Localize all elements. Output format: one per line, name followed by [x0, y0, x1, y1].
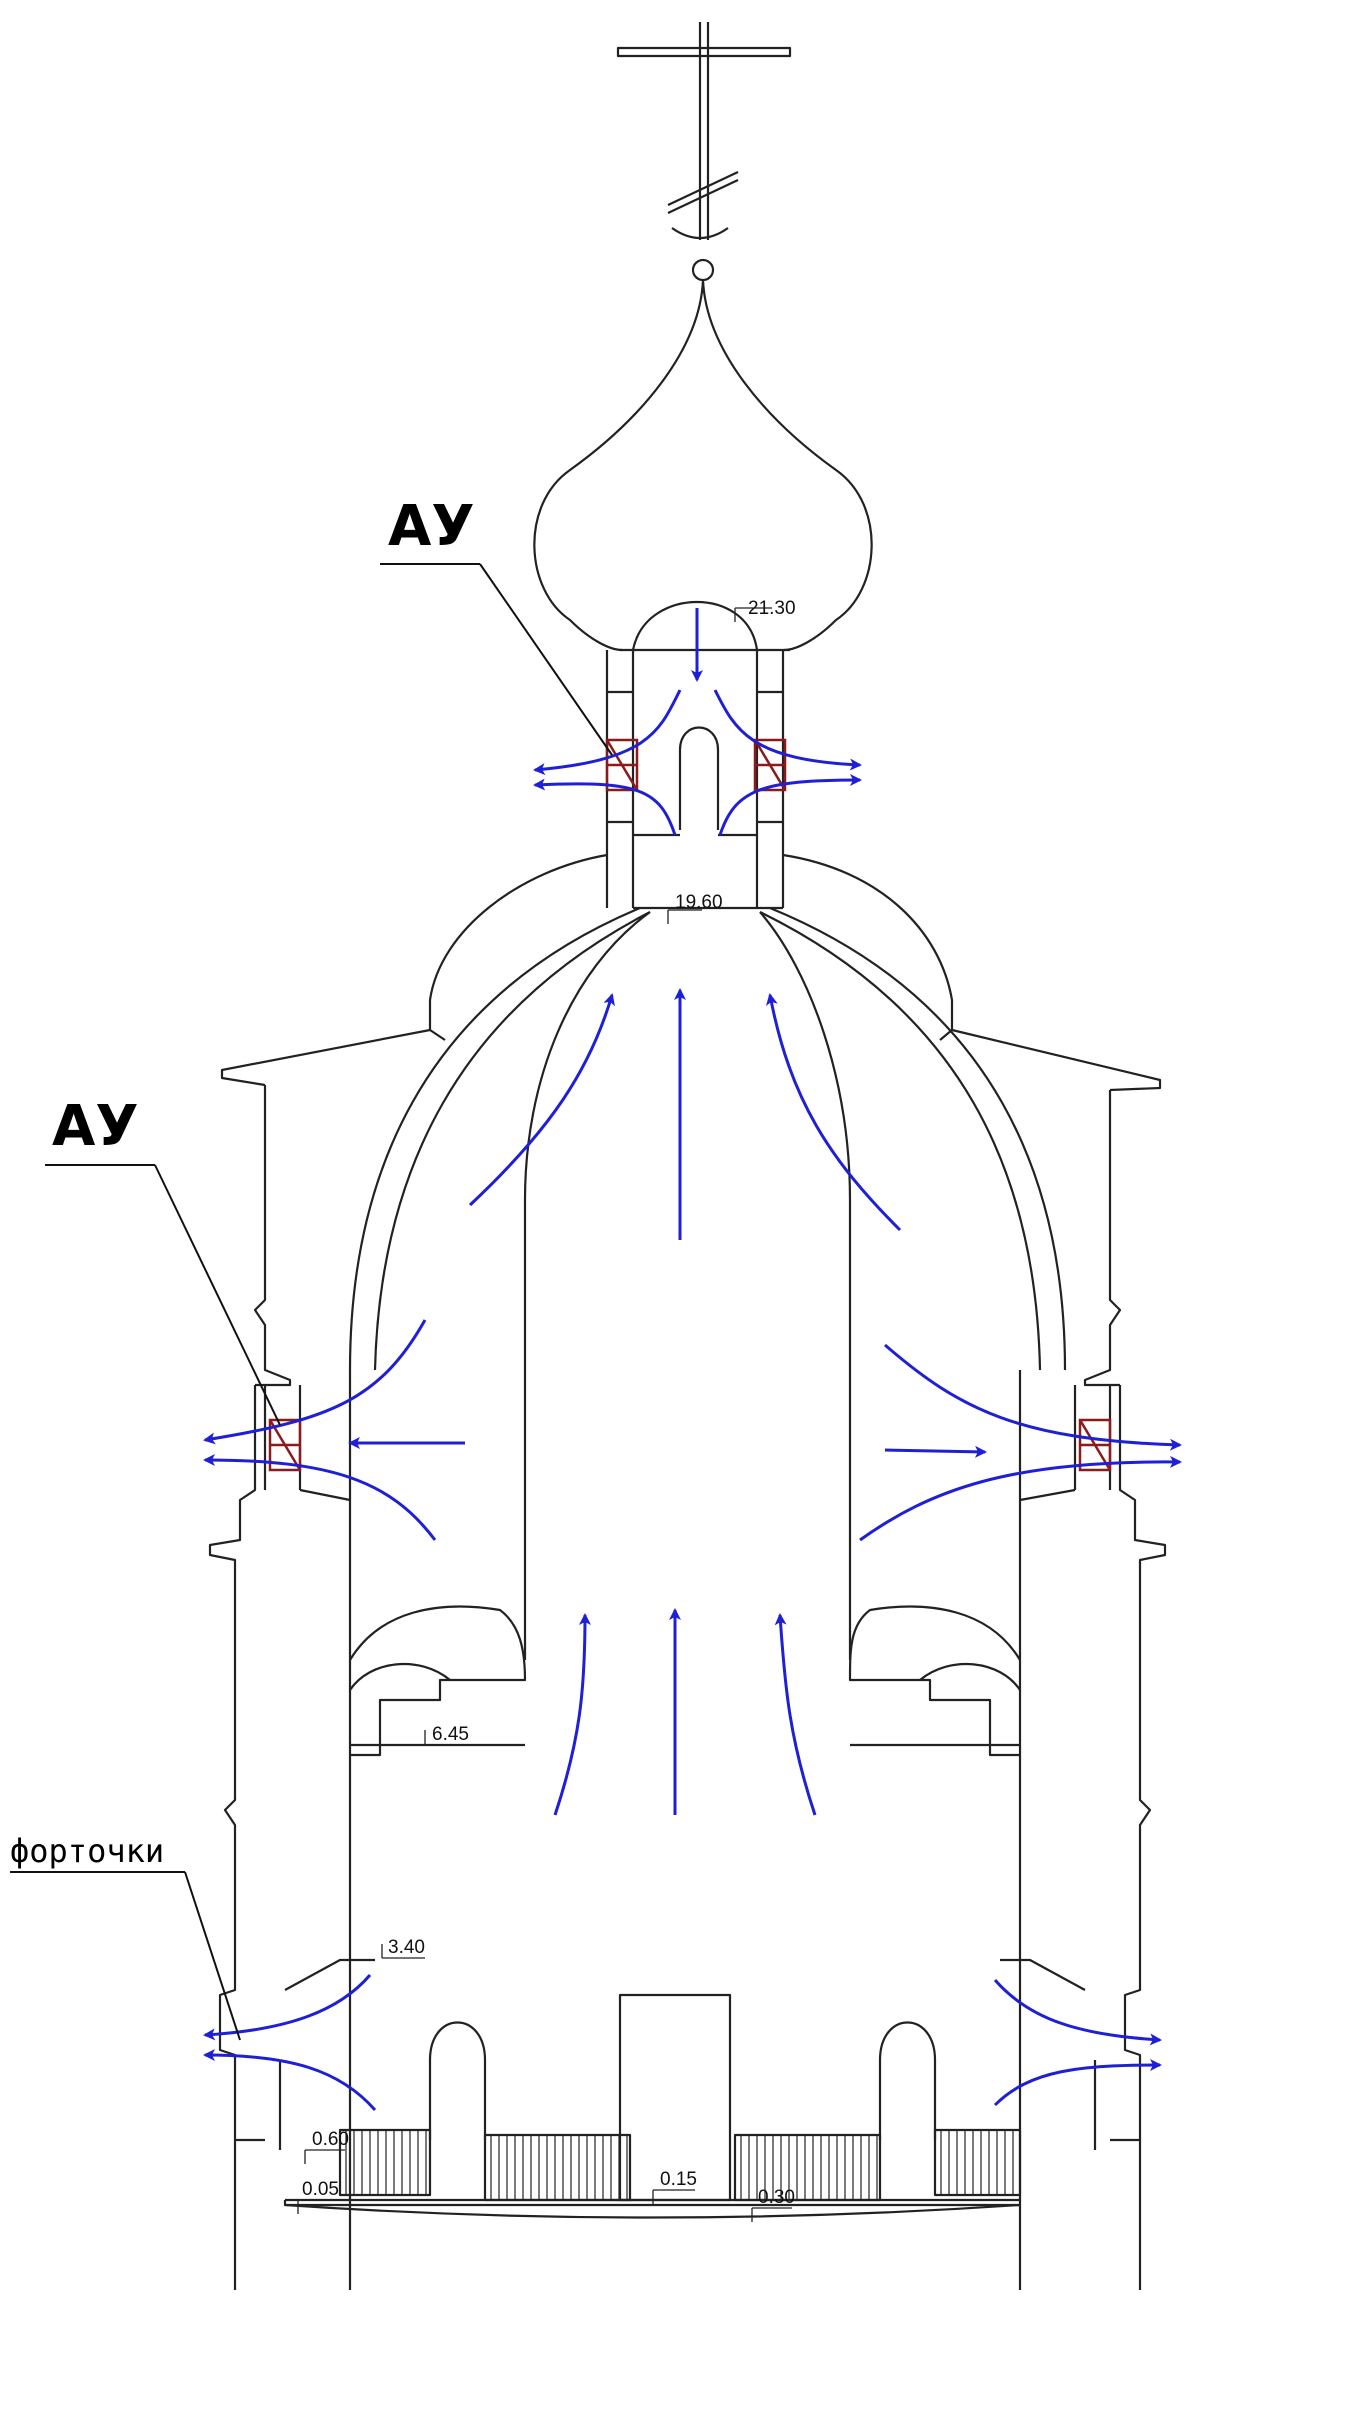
label-fortochki: форточки — [10, 1832, 164, 1870]
airflow-arrow — [553, 1613, 591, 1816]
label-au-top: АУ — [388, 494, 475, 559]
airflow-arrow — [533, 778, 677, 836]
right-wall — [1018, 1090, 1167, 2290]
main-dome — [348, 906, 1067, 1371]
airflow-arrow — [203, 1454, 437, 1541]
elevation-label: 19.60 — [675, 892, 723, 913]
benches — [338, 2128, 1022, 2202]
airflow-arrows — [203, 608, 1182, 2111]
elevation-label: 0.30 — [758, 2187, 795, 2208]
elevation-label: 0.15 — [660, 2169, 697, 2190]
airflow-arrow — [533, 689, 682, 776]
airflow-arrow — [203, 1974, 372, 2041]
elevation-label: 21.30 — [748, 598, 796, 619]
elevation-label: 3.40 — [388, 1937, 425, 1958]
elevation-label: 0.05 — [302, 2179, 339, 2200]
airflow-arrow — [884, 1445, 987, 1458]
label-au-side: АУ — [52, 1094, 139, 1159]
airflow-arrow — [774, 1613, 817, 1816]
leader-lines — [10, 563, 613, 2041]
vent-unit-wall-left — [268, 1418, 302, 1472]
onion-dome — [533, 279, 873, 652]
cross — [616, 22, 792, 282]
airflow-arrow — [884, 1343, 1182, 1451]
airflow-arrow — [993, 2059, 1162, 2107]
ventilation-units — [268, 738, 1112, 1472]
vent-unit-drum-right — [753, 738, 787, 792]
airflow-arrow — [203, 2049, 377, 2111]
airflow-arrow — [859, 1455, 1182, 1542]
airflow-arrow — [713, 689, 862, 771]
airflow-arrow — [765, 993, 902, 1232]
airflow-arrow — [468, 993, 615, 1207]
building-outline — [208, 22, 1167, 2290]
elevation-label: 0.60 — [312, 2129, 349, 2150]
elevation-label: 6.45 — [432, 1724, 469, 1745]
elevation-marks — [297, 607, 792, 2222]
left-wall — [208, 1085, 352, 2290]
vent-unit-drum-left — [605, 738, 639, 792]
dome-shoulders — [220, 853, 1162, 1092]
airflow-arrow — [718, 774, 862, 836]
airflow-arrow — [203, 1319, 427, 1445]
vent-unit-wall-right — [1078, 1418, 1112, 1472]
airflow-arrow — [993, 1979, 1162, 2046]
drum — [605, 600, 790, 910]
